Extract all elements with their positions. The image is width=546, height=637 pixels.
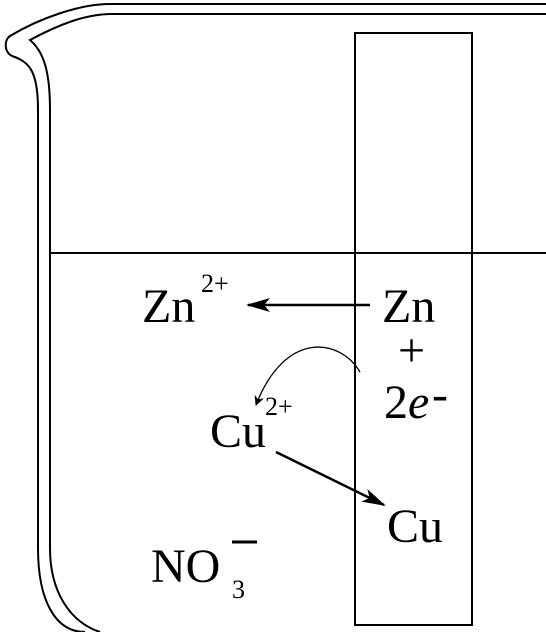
nitrate-subscript: 3 xyxy=(232,575,245,604)
electron-transfer-arrow xyxy=(254,346,361,406)
electrons-label: 2 e - xyxy=(384,368,448,429)
beaker-outer-wall xyxy=(4,3,546,633)
reduction-arrow xyxy=(275,450,386,507)
beaker-inner-wall xyxy=(28,13,546,633)
cu-ion-label: Cu 2+ xyxy=(210,392,293,458)
electrons-symbol: e xyxy=(408,376,429,429)
zn-ion-charge: 2+ xyxy=(201,269,229,298)
zn-metal-label: Zn xyxy=(382,280,435,333)
electrons-coefficient: 2 xyxy=(384,376,408,429)
cu-ion-symbol: Cu xyxy=(210,405,266,458)
plus-sign: + xyxy=(398,324,425,377)
nitrate-ion-label: NO 3 xyxy=(151,540,257,604)
zn-ion-label: Zn 2+ xyxy=(142,269,229,333)
zn-ion-symbol: Zn xyxy=(142,280,195,333)
zinc-electrode xyxy=(354,32,473,626)
beaker xyxy=(4,3,546,633)
electrons-sign: - xyxy=(432,368,448,421)
nitrate-symbol: NO xyxy=(151,540,220,593)
cu-metal-label: Cu xyxy=(387,500,443,553)
cu-ion-charge: 2+ xyxy=(265,392,293,421)
